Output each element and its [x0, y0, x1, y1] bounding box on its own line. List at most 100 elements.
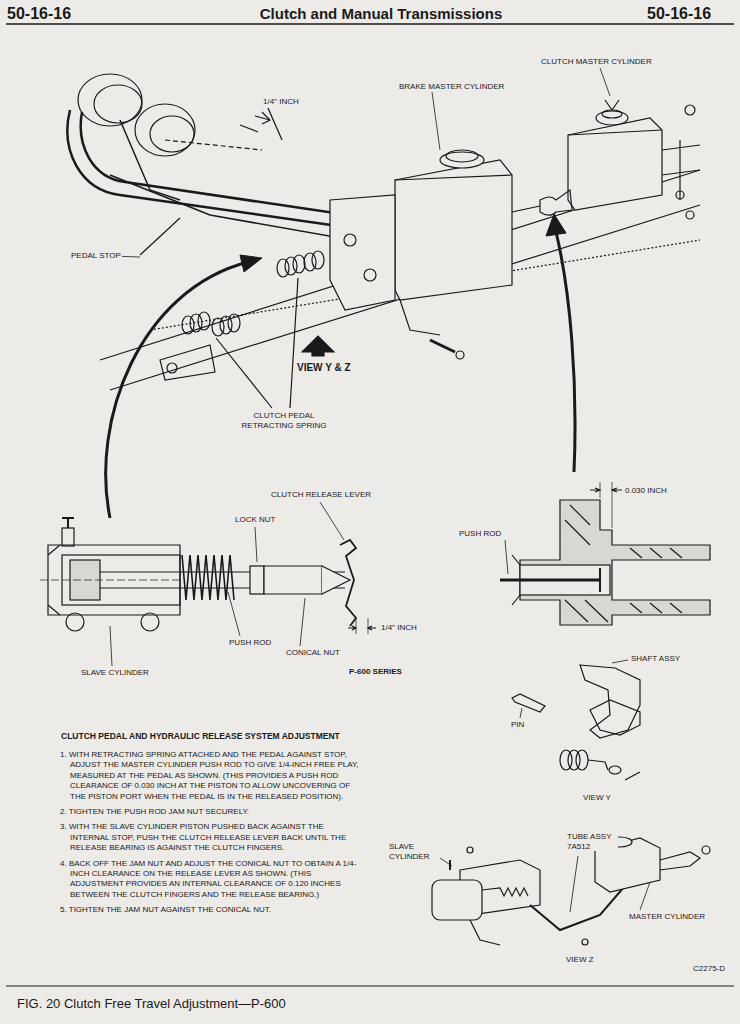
clutch-master-cylinder [512, 190, 572, 215]
part-label: PUSH ROD [228, 638, 272, 648]
retracting-springs [293, 255, 305, 273]
clutch-master-cylinder [686, 211, 694, 219]
clutch-master-cylinder [602, 110, 622, 118]
retracting-springs [285, 257, 297, 275]
clutch-master-cylinder [662, 140, 700, 200]
detail-arrows [106, 262, 248, 518]
leader-lines [600, 68, 610, 96]
slave-cylinder-section [340, 540, 356, 626]
procedure-step: 2. TIGHTEN THE PUSH ROD JAM NUT SECURELY… [60, 807, 360, 817]
retracting-springs [212, 318, 224, 336]
brake-master-cylinder [456, 351, 464, 359]
slave-cylinder-section [182, 555, 234, 600]
slave-leaders [110, 502, 344, 666]
pedal-assembly [94, 85, 142, 123]
slave-cylinder-section [348, 626, 356, 630]
view-y-parts [512, 660, 640, 780]
slave-cylinder-section [67, 518, 69, 528]
view-y-parts [590, 700, 640, 735]
view-z-parts [432, 880, 482, 920]
view-y-parts [576, 750, 588, 770]
view-z-parts [702, 846, 710, 854]
part-label: SHAFT ASSY [630, 654, 681, 664]
brake-master-cylinder [344, 234, 356, 246]
view-z-parts [470, 920, 500, 945]
view-y-parts [609, 766, 621, 774]
slave-leaders [300, 598, 305, 646]
view-z-parts [660, 852, 700, 870]
leader-lines [110, 68, 610, 257]
clutch-master-cylinder [676, 191, 684, 199]
clutch-master-cylinder [605, 100, 619, 110]
view-z-parts [432, 837, 710, 945]
piston-section [505, 540, 508, 574]
part-label: TUBE ASSY 7A512 [566, 832, 618, 851]
slave-cylinder-section [368, 618, 369, 634]
pedal-assembly [120, 120, 180, 200]
brake-master-cylinder [400, 300, 440, 335]
slave-cylinder-section [356, 618, 357, 634]
frame-rails [167, 363, 177, 373]
part-label: SLAVE CYLINDER [388, 842, 440, 861]
pedal-assembly [78, 74, 142, 126]
view-label: VIEW Y & Z [296, 362, 352, 374]
retracting-springs [220, 316, 232, 334]
retracting-springs [216, 338, 272, 408]
view-z-parts [467, 847, 473, 853]
slave-cylinder-section [368, 626, 376, 630]
view-z-parts [440, 858, 452, 866]
view-z-parts [582, 939, 588, 945]
header-rule [6, 23, 734, 25]
part-label: PUSH ROD [458, 529, 502, 539]
part-label: CLUTCH RELEASE LEVER [270, 490, 372, 500]
slave-cylinder-section [322, 566, 350, 594]
page-title: Clutch and Manual Transmissions [230, 5, 532, 23]
figure-code: C2275-D [692, 964, 726, 974]
retracting-springs [198, 312, 210, 330]
pedal-assembly [135, 104, 195, 156]
part-label: SLAVE CYLINDER [80, 668, 150, 678]
brake-master-cylinder [430, 340, 455, 352]
slave-leaders [320, 502, 344, 540]
pedal-assembly [240, 125, 258, 132]
view-arrow [302, 336, 334, 356]
view-z-parts [482, 888, 528, 896]
brake-master-cylinder [395, 160, 512, 300]
slave-leaders [228, 592, 240, 636]
slave-cylinder-section [40, 518, 376, 634]
view-y-parts [625, 772, 640, 780]
clutch-master-cylinder [568, 130, 662, 135]
footer-rule [6, 986, 734, 987]
page-number: 50-16-16 [646, 4, 712, 23]
view-label: VIEW Y [582, 793, 612, 803]
clutch-master-cylinder [685, 105, 695, 115]
piston-section [599, 568, 601, 592]
detail-arrows [240, 255, 262, 272]
view-z-parts [640, 882, 650, 910]
view-label: VIEW Z [565, 955, 595, 965]
part-label: MASTER CYLINDER [628, 912, 706, 922]
slave-leaders [255, 527, 257, 562]
part-label: CONICAL NUT [285, 648, 341, 658]
procedure-heading: CLUTCH PEDAL AND HYDRAULIC RELEASE SYSTE… [60, 731, 382, 741]
slave-cylinder-section [62, 528, 74, 546]
pedal-assembly [150, 116, 194, 152]
detail-arrows [556, 232, 575, 472]
pedal-assembly [268, 108, 282, 140]
page-number: 50-16-16 [6, 4, 72, 23]
retracting-springs [290, 278, 298, 408]
view-y-parts [520, 708, 522, 718]
series-label: P-600 SERIES [348, 667, 403, 677]
slave-leaders [110, 626, 112, 666]
detail-arrows [106, 214, 575, 518]
part-label: CLUTCH MASTER CYLINDER [540, 57, 653, 67]
dimension: 1/4" INCH [380, 623, 418, 633]
pedal-assembly [140, 218, 180, 255]
procedure-step: 1. WITH RETRACTING SPRING ATTACHED AND T… [60, 750, 360, 802]
view-y-parts [580, 665, 640, 738]
view-y-parts [612, 660, 628, 663]
dimension: 0.030 INCH [624, 486, 668, 496]
piston-section [565, 505, 682, 622]
slave-cylinder-section [40, 580, 180, 581]
view-z-parts [570, 856, 578, 912]
